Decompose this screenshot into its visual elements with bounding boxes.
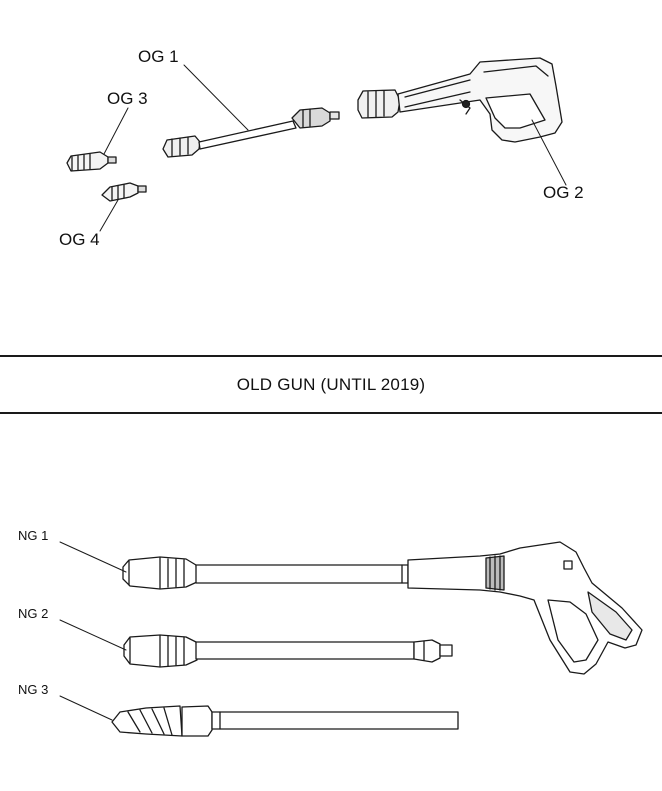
ng1-label: NG 1 — [18, 528, 49, 543]
ng1-gun-part — [122, 541, 643, 675]
top-divider — [0, 355, 662, 357]
ng3-lance-part — [111, 705, 459, 737]
ng2-lance-part — [123, 634, 453, 668]
og3-nozzle-part — [66, 151, 117, 172]
og2-trigger-gun-part — [357, 57, 563, 143]
og3-label: OG 3 — [107, 89, 148, 108]
ng-leader-lines — [59, 541, 127, 721]
og1-label: OG 1 — [138, 47, 179, 66]
og4-nozzle-part — [101, 182, 147, 202]
bottom-divider — [0, 412, 662, 414]
ng2-label: NG 2 — [18, 606, 49, 621]
og1-lance-part — [162, 107, 340, 158]
og2-label: OG 2 — [543, 183, 584, 202]
og4-label: OG 4 — [59, 230, 100, 249]
og-leader-lines — [99, 64, 567, 232]
section-title: OLD GUN (UNTIL 2019) — [236, 375, 426, 394]
ng3-label: NG 3 — [18, 682, 49, 697]
